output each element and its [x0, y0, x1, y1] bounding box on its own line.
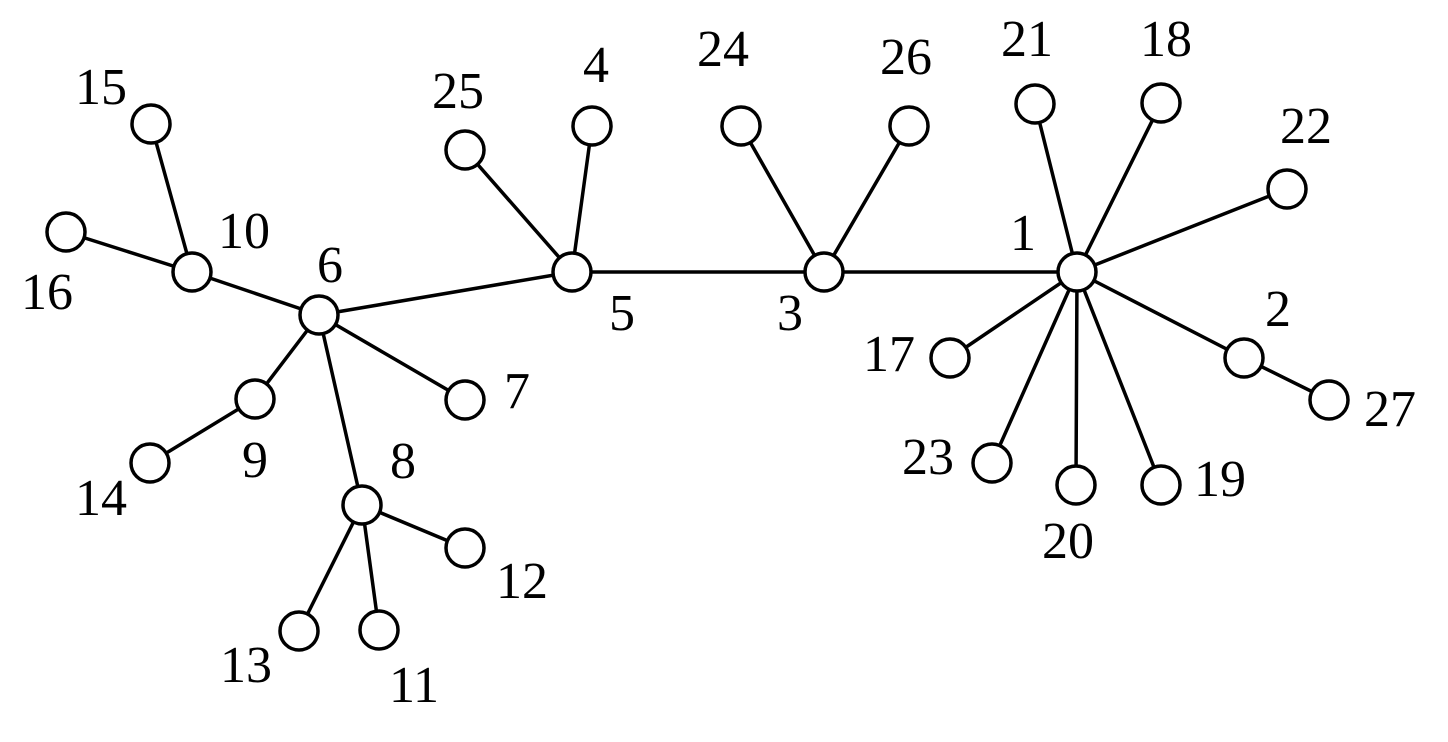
edge-8-11: [360, 503, 381, 632]
node-label-21: 21: [1001, 11, 1053, 68]
node-16: [45, 211, 87, 253]
node-6: [298, 294, 340, 336]
edge-24-3: [739, 124, 826, 274]
node-26: [888, 105, 930, 147]
node-label-22: 22: [1280, 98, 1332, 155]
node-19: [1140, 464, 1182, 506]
edge-1-23: [990, 270, 1079, 465]
node-label-3: 3: [777, 285, 803, 342]
node-11: [358, 609, 400, 651]
node-label-9: 9: [242, 432, 268, 489]
node-label-18: 18: [1140, 11, 1192, 68]
edge-25-5: [463, 148, 574, 274]
edge-8-13: [297, 503, 364, 633]
edge-1-19: [1075, 270, 1163, 487]
node-label-14: 14: [75, 470, 127, 527]
node-15: [130, 103, 172, 145]
node-label-10: 10: [218, 203, 270, 260]
node-22: [1266, 168, 1308, 210]
node-label-1: 1: [1010, 205, 1036, 262]
edge-22-1: [1075, 187, 1289, 274]
edge-16-10: [64, 230, 194, 274]
node-2: [1223, 337, 1265, 379]
node-18: [1140, 82, 1182, 124]
nodes-layer: [45, 82, 1350, 652]
node-27: [1308, 379, 1350, 421]
node-7: [444, 379, 486, 421]
node-label-23: 23: [902, 429, 954, 486]
node-10: [171, 251, 213, 293]
edge-4-5: [570, 124, 594, 274]
node-24: [720, 105, 762, 147]
node-label-11: 11: [389, 657, 439, 714]
node-label-20: 20: [1042, 513, 1094, 570]
labels-layer: 1234567891011121314151617181920212223242…: [21, 11, 1416, 714]
node-label-24: 24: [697, 21, 749, 78]
edge-15-10: [149, 122, 194, 274]
edge-26-3: [822, 124, 911, 274]
node-label-4: 4: [583, 37, 609, 94]
node-13: [278, 610, 320, 652]
node-label-19: 19: [1194, 451, 1246, 508]
edge-21-1: [1033, 102, 1079, 274]
node-label-2: 2: [1265, 281, 1291, 338]
node-label-15: 15: [75, 59, 127, 116]
node-1: [1056, 251, 1098, 293]
node-5: [551, 251, 593, 293]
node-label-7: 7: [504, 363, 530, 420]
node-label-12: 12: [496, 553, 548, 610]
edge-1-20: [1074, 270, 1079, 487]
edge-1-2: [1075, 270, 1246, 360]
node-23: [971, 442, 1013, 484]
node-17: [929, 337, 971, 379]
node-25: [444, 129, 486, 171]
node-14: [129, 442, 171, 484]
node-3: [803, 251, 845, 293]
node-label-17: 17: [863, 326, 915, 383]
edge-10-6: [190, 270, 321, 317]
node-label-5: 5: [609, 285, 635, 342]
node-label-25: 25: [432, 63, 484, 120]
edge-18-1: [1075, 101, 1163, 274]
edge-1-17: [948, 270, 1079, 360]
edge-6-5: [317, 270, 574, 317]
node-12: [444, 527, 486, 569]
node-label-26: 26: [880, 29, 932, 86]
node-21: [1014, 83, 1056, 125]
node-label-6: 6: [317, 237, 343, 294]
node-label-16: 16: [21, 264, 73, 321]
node-label-27: 27: [1364, 381, 1416, 438]
node-label-13: 13: [220, 637, 272, 694]
edge-6-8: [317, 313, 364, 507]
node-20: [1055, 464, 1097, 506]
edge-6-7: [317, 313, 467, 402]
node-label-8: 8: [390, 433, 416, 490]
node-8: [341, 484, 383, 526]
node-4: [571, 105, 613, 147]
edges-layer: [64, 101, 1331, 633]
node-9: [234, 378, 276, 420]
